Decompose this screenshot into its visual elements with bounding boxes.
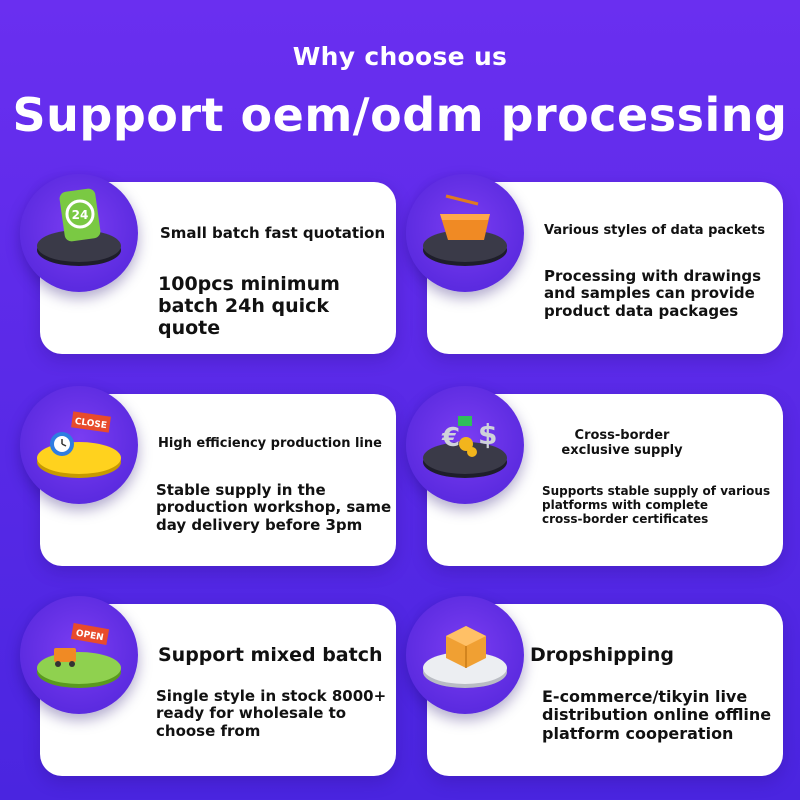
- card-title: Small batch fast quotation: [160, 224, 386, 242]
- icon-bubble: CLOSE: [20, 386, 138, 504]
- icon-bubble: [406, 596, 524, 714]
- card-title: Various styles of data packets: [544, 223, 765, 238]
- icon-bubble: € $: [406, 386, 524, 504]
- shop-open-sign-icon: OPEN: [37, 622, 121, 688]
- svg-text:$: $: [478, 418, 497, 451]
- card-description: Single style in stock 8000+ready for who…: [156, 687, 387, 740]
- parcel-box-icon: [423, 626, 507, 688]
- clock-close-sign-icon: CLOSE: [37, 411, 121, 478]
- card-title: Dropshipping: [530, 644, 674, 666]
- card-title: High efficiency production line: [158, 436, 382, 451]
- svg-text:OPEN: OPEN: [75, 629, 104, 644]
- section-kicker: Why choose us: [292, 42, 508, 71]
- shopping-basket-icon: [423, 194, 507, 266]
- svg-text:24: 24: [72, 208, 89, 222]
- card-title: Support mixed batch: [158, 644, 383, 666]
- page-headline: Support oem/odm processing: [12, 88, 788, 142]
- 24h-clock-icon: 24: [37, 188, 121, 266]
- svg-text:CLOSE: CLOSE: [74, 417, 107, 431]
- icon-bubble: [406, 174, 524, 292]
- svg-text:€: €: [441, 423, 460, 453]
- currency-exchange-icon: € $: [423, 416, 507, 478]
- icon-bubble: 24: [20, 174, 138, 292]
- icon-bubble: OPEN: [20, 596, 138, 714]
